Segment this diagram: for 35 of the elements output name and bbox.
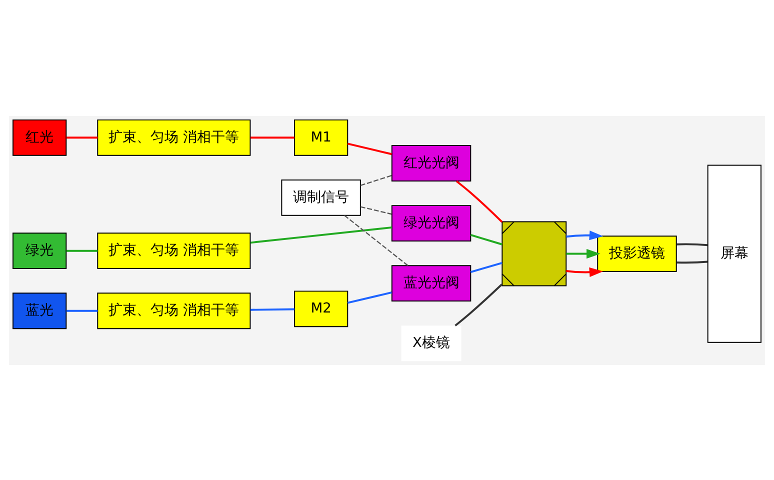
arrow (566, 248, 600, 258)
node-box: 蓝光光阀 (391, 264, 472, 302)
connector (250, 136, 294, 138)
connector (66, 136, 98, 138)
connector (347, 142, 392, 155)
node-box: 调制信号 (281, 178, 361, 216)
node-box: 蓝光 (12, 292, 67, 329)
connector (66, 249, 98, 252)
node-box: M2 (294, 290, 348, 327)
node-box: 红光 (12, 118, 67, 156)
connector (470, 261, 502, 272)
node-box: 绿光 (12, 232, 67, 269)
node-box: 绿光光阀 (391, 204, 472, 241)
connector (360, 206, 392, 214)
node-box: 投影透镜 (597, 235, 677, 272)
connector (250, 308, 294, 310)
node-box: 扩束、匀场 消相干等 (97, 232, 251, 269)
connector (66, 309, 98, 312)
connector (347, 290, 392, 304)
connector (250, 226, 392, 244)
node-box: M1 (294, 118, 348, 156)
connector (676, 242, 708, 246)
connector (470, 233, 502, 245)
connector (454, 283, 503, 326)
connector (344, 214, 408, 266)
node-box: 红光光阀 (391, 144, 472, 181)
node-box: X棱镜 (401, 325, 462, 361)
connector (676, 260, 708, 264)
node-box: 扩束、匀场 消相干等 (97, 292, 251, 329)
connector (360, 174, 392, 186)
node-box: 扩束、匀场 消相干等 (97, 118, 251, 156)
arrow (566, 230, 604, 240)
node-box: 屏幕 (707, 164, 762, 342)
connector (456, 180, 503, 222)
arrow (566, 266, 604, 277)
